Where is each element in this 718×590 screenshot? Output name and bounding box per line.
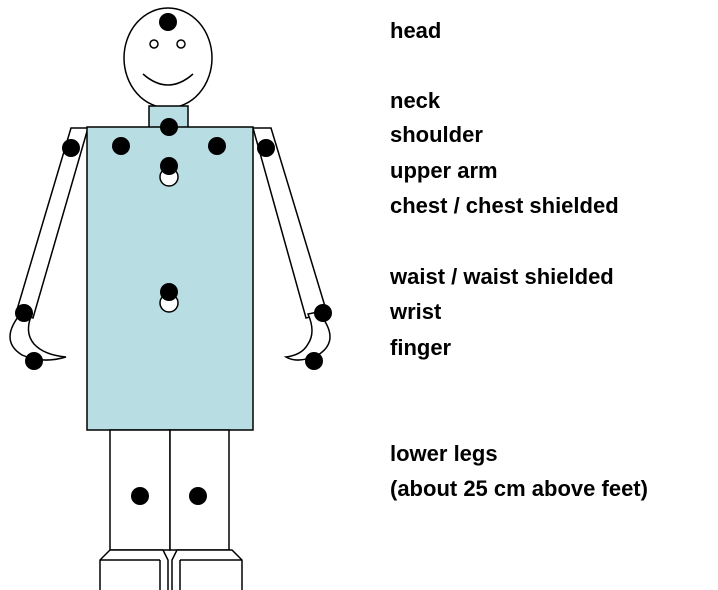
- left-finger-marker: [25, 352, 43, 370]
- label-chest: chest / chest shielded: [390, 193, 619, 219]
- left-arm: [16, 128, 88, 318]
- label-lower-legs-note: (about 25 cm above feet): [390, 476, 648, 502]
- label-waist: waist / waist shielded: [390, 264, 614, 290]
- left-upper-arm-marker: [62, 139, 80, 157]
- chest-marker: [160, 157, 178, 175]
- waist-marker: [160, 283, 178, 301]
- right-lower-leg-marker: [189, 487, 207, 505]
- label-finger: finger: [390, 335, 451, 361]
- label-neck: neck: [390, 88, 440, 114]
- label-shoulder: shoulder: [390, 122, 483, 148]
- head-marker: [159, 13, 177, 31]
- right-wrist-marker: [314, 304, 332, 322]
- right-finger-marker: [305, 352, 323, 370]
- left-foot: [100, 550, 168, 590]
- label-upper-arm: upper arm: [390, 158, 498, 184]
- right-shoulder-marker: [208, 137, 226, 155]
- right-upper-arm-marker: [257, 139, 275, 157]
- label-head: head: [390, 18, 441, 44]
- right-foot: [172, 550, 242, 590]
- left-lower-leg-marker: [131, 487, 149, 505]
- label-lower-legs: lower legs: [390, 441, 498, 467]
- left-shoulder-marker: [112, 137, 130, 155]
- neck-marker: [160, 118, 178, 136]
- left-wrist-marker: [15, 304, 33, 322]
- label-wrist: wrist: [390, 299, 441, 325]
